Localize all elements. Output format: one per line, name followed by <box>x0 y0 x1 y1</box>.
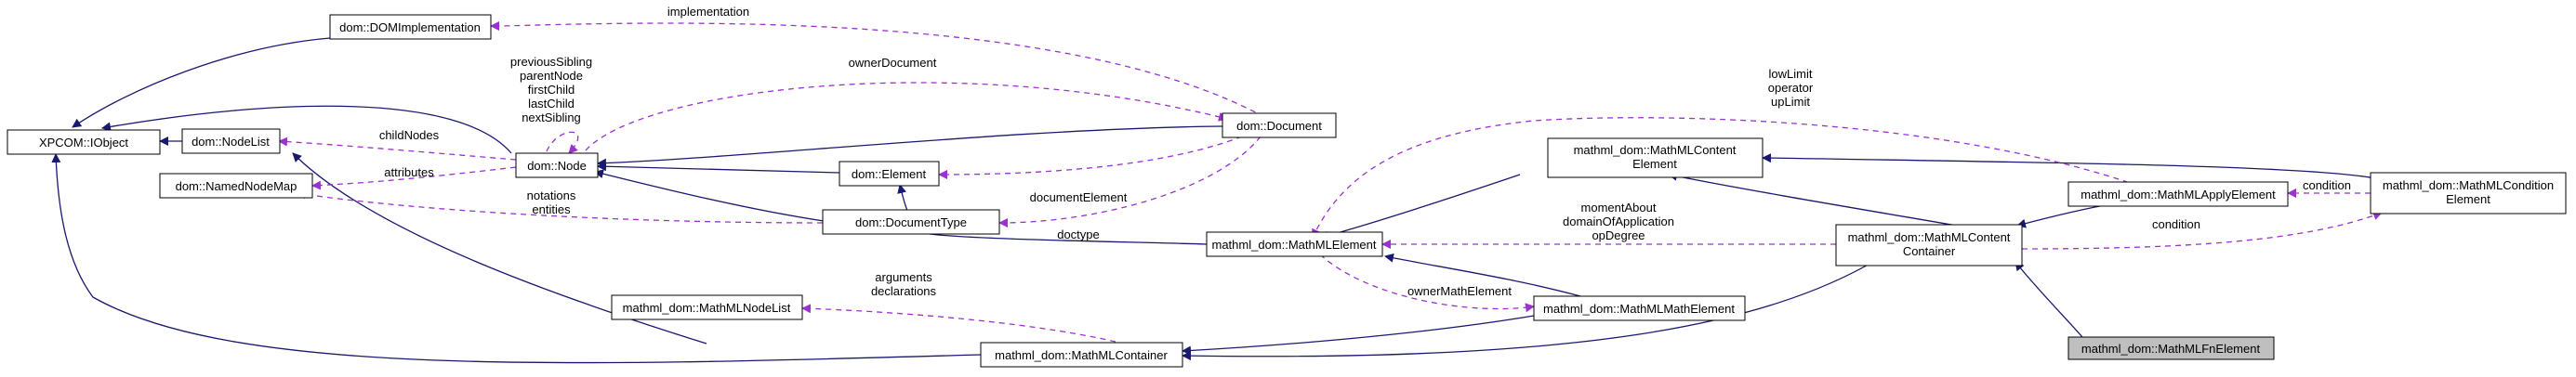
label-documentelement: documentElement <box>1030 190 1128 204</box>
label-doctype: doctype <box>1057 228 1100 241</box>
label-condition: condition <box>2152 217 2200 231</box>
node-dom-namednodemap[interactable]: dom::NamedNodeMap <box>159 173 313 199</box>
edge-doctype <box>998 136 1262 228</box>
edge-mathelement-mathmlelement <box>1384 253 1581 297</box>
edge-arguments <box>801 304 1116 343</box>
edge-element-node <box>597 162 840 174</box>
edge-domimplementation-iobject <box>72 37 331 128</box>
edge-childnodes <box>278 136 517 161</box>
node-dom-element[interactable]: dom::Element <box>839 161 940 187</box>
edge-siblings-loop <box>546 131 579 154</box>
node-label: dom::DocumentType <box>855 215 967 229</box>
edge-document-node <box>597 125 1223 168</box>
node-mathml-element[interactable]: mathml_dom::MathMLElement <box>1206 231 1383 257</box>
edge-contentcontainer-container <box>1182 258 1879 361</box>
edge-container-iobject <box>51 153 982 364</box>
node-mathml-applyelement[interactable]: mathml_dom::MathMLApplyElement <box>2067 181 2289 207</box>
edge-contentcontainer-contentelement <box>1668 171 1958 227</box>
edge-applyelement-contentcontainer <box>2016 202 2116 228</box>
node-mathml-container[interactable]: mathml_dom::MathMLContainer <box>980 342 1183 368</box>
node-label: mathml_dom::MathMLNodeList <box>623 301 791 315</box>
edge-node-iobject <box>101 105 512 154</box>
label-ownerdocument: ownerDocument <box>849 56 937 70</box>
label-childnodes: childNodes <box>379 128 440 142</box>
edge-mathelement-container <box>1182 315 1535 356</box>
edge-condition <box>2021 211 2383 250</box>
edge-implementation <box>490 20 1265 118</box>
edge-contentelement-mathmlelement <box>1319 174 1521 240</box>
nodes: XPCOM::IObject dom::DOMImplementation do… <box>7 14 2567 368</box>
node-dom-nodelist[interactable]: dom::NodeList <box>181 128 281 154</box>
node-label: dom::DOMImplementation <box>339 20 481 34</box>
node-mathml-nodelist[interactable]: mathml_dom::MathMLNodeList <box>611 294 803 320</box>
node-dom-documenttype[interactable]: dom::DocumentType <box>822 209 1000 235</box>
node-xpcom-iobject[interactable]: XPCOM::IObject <box>7 129 161 155</box>
label-attributes: attributes <box>384 165 434 179</box>
label-implementation: implementation <box>667 5 749 19</box>
node-label: mathml_dom::MathMLContainer <box>995 348 1168 362</box>
label-condition-top: condition <box>2303 178 2351 192</box>
node-label: dom::Element <box>852 167 927 181</box>
edge-documentelement <box>938 136 1243 179</box>
node-label: mathml_dom::MathMLApplyElement <box>2081 188 2276 202</box>
node-label: dom::NamedNodeMap <box>176 179 297 193</box>
node-label: mathml_dom::MathMLFnElement <box>2081 342 2261 356</box>
inheritance-edges <box>51 37 2376 364</box>
label-ownermathelement: ownerMathElement <box>1407 284 1512 298</box>
node-dom-domimplementation[interactable]: dom::DOMImplementation <box>329 14 492 40</box>
edge-labels: implementation ownerDocument previousSib… <box>379 5 2351 298</box>
node-label: XPCOM::IObject <box>39 136 128 150</box>
node-mathml-mathelement[interactable]: mathml_dom::MathMLMathElement <box>1533 295 1746 321</box>
node-label: mathml_dom::MathMLElement <box>1211 238 1376 252</box>
node-dom-document[interactable]: dom::Document <box>1222 112 1337 138</box>
edge-ownermathelement <box>1319 254 1535 313</box>
node-dom-node[interactable]: dom::Node <box>515 152 599 178</box>
edge-conditionelement-contentelement <box>1762 153 2376 179</box>
usage-edges <box>278 20 2383 343</box>
node-label: dom::Node <box>527 159 587 173</box>
edge-limits <box>1312 117 2139 239</box>
edge-ownerdocument <box>585 82 1228 151</box>
node-label: dom::Document <box>1236 119 1322 133</box>
node-label: mathml_dom::MathMLMathElement <box>1543 302 1735 316</box>
edge-fnelement-contentcontainer <box>2015 261 2083 338</box>
edge-documenttype-node <box>594 169 825 222</box>
node-label: dom::NodeList <box>192 135 270 149</box>
node-mathml-fnelement[interactable]: mathml_dom::MathMLFnElement <box>2067 336 2275 360</box>
